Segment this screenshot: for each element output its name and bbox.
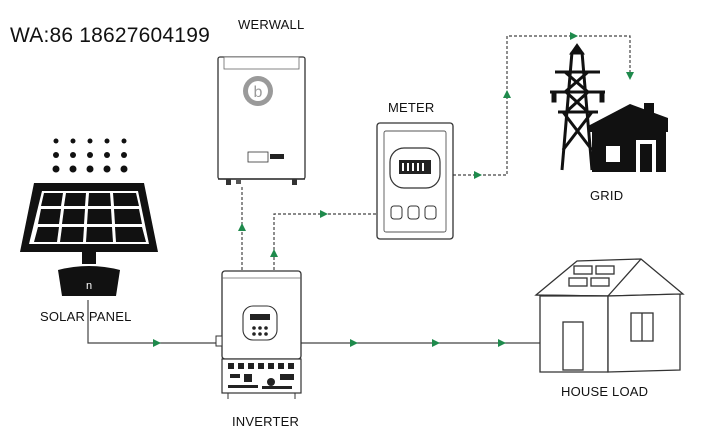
flow-arrows — [153, 32, 634, 347]
arrow-up — [503, 90, 511, 98]
grid-building-icon — [588, 103, 668, 172]
house-door — [562, 321, 584, 371]
watermark-contact-text: WA:86 18627604199 — [10, 24, 210, 47]
meter-label: METER — [388, 100, 435, 115]
line-inverter-to-meter — [273, 213, 378, 270]
arrow-up — [238, 223, 246, 231]
inverter-label: INVERTER — [232, 414, 300, 429]
arrow-right — [350, 339, 358, 347]
svg-text:n: n — [86, 280, 92, 292]
arrow-right — [474, 171, 482, 179]
powerwall-unit: b — [217, 56, 306, 185]
arrow-right — [570, 32, 578, 40]
solar-panel-icon: n — [20, 183, 158, 296]
arrow-right — [432, 339, 440, 347]
arrow-up — [270, 249, 278, 257]
house-icon — [534, 258, 685, 373]
meter-button — [407, 205, 420, 220]
meter-button — [424, 205, 437, 220]
svg-text:b: b — [254, 84, 263, 101]
sun-dots-icon — [52, 138, 128, 173]
solar-panel-label: SOLAR PANEL — [40, 309, 132, 324]
line-meter-to-grid — [453, 35, 631, 176]
arrow-right — [153, 339, 161, 347]
inverter-unit — [215, 270, 302, 399]
grid-tower-icon — [550, 43, 605, 171]
arrow-right — [498, 339, 506, 347]
powerwall-top-panel — [223, 56, 300, 70]
house-load-label: HOUSE LOAD — [561, 384, 649, 399]
line-solar-to-inverter — [87, 300, 220, 344]
meter-button — [390, 205, 403, 220]
powerwall-label: WERWALL — [238, 17, 305, 32]
arrow-right — [320, 210, 328, 218]
grid-label: GRID — [590, 188, 624, 203]
meter-unit — [376, 122, 454, 240]
house-solar-array — [573, 265, 593, 275]
arrow-down — [626, 72, 634, 80]
powerwall-display — [247, 151, 269, 163]
